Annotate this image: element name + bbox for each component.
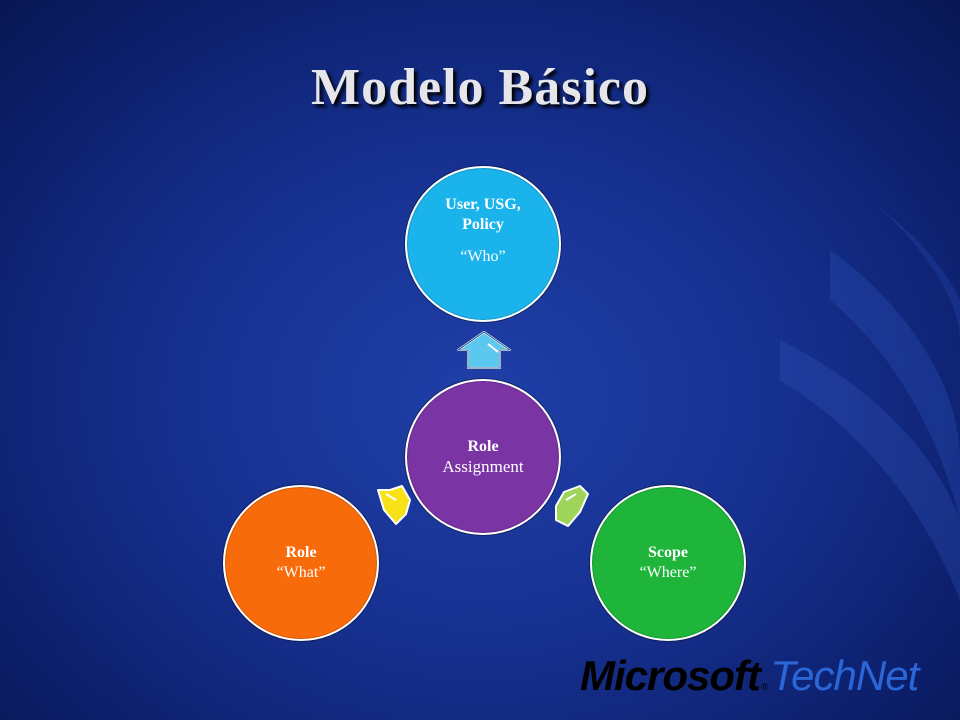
role-assignment-label: Role [467, 438, 499, 455]
logo-registered-mark: ® [761, 682, 769, 693]
who-sublabel: “Who” [460, 248, 506, 265]
role-what-label: Role [285, 544, 317, 561]
role-assignment-sublabel: Assignment [442, 457, 524, 476]
scope-where-sublabel: “Where” [639, 564, 697, 581]
who-label: User, USG, Policy [445, 196, 521, 233]
role-what-node: Role “What” [223, 485, 379, 641]
logo-product: TechNet [770, 652, 919, 699]
left-arrow [377, 485, 411, 525]
role-assignment-node: Role Assignment [405, 379, 561, 535]
slide-title: Modelo Básico [311, 59, 649, 116]
logo-brand: Microsoft [580, 652, 761, 699]
who-node: User, USG, Policy “Who” [405, 166, 561, 322]
scope-where-label: Scope [648, 544, 688, 561]
scope-where-node: Scope “Where” [590, 485, 746, 641]
microsoft-technet-logo: Microsoft ® TechNet [580, 652, 950, 708]
role-what-sublabel: “What” [276, 564, 326, 581]
up-arrow [456, 331, 512, 369]
right-arrow [555, 485, 589, 527]
